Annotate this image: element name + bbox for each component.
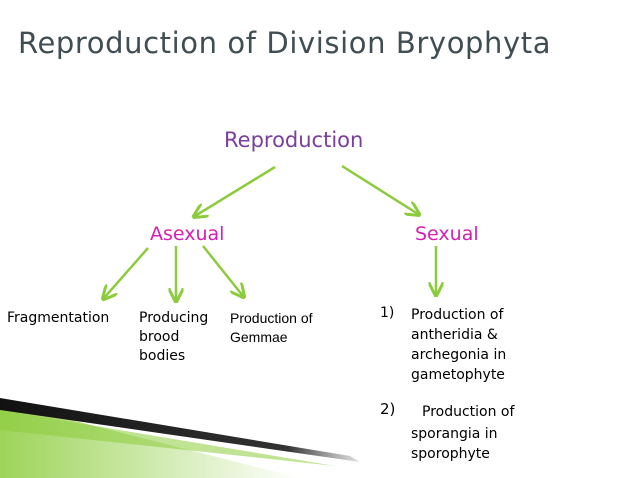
node-asexual: Asexual <box>150 223 225 245</box>
arrow-root-to-sexual <box>341 164 418 214</box>
node-fragmentation: Fragmentation <box>7 310 110 326</box>
node-brood-bodies: Producing brood bodies <box>139 310 209 364</box>
node-gemmae: Production of Gemmae <box>230 310 313 345</box>
sexual-item-2-rest: sporangia in sporophyte <box>411 426 498 462</box>
slide-title: Reproduction of Division Bryophyta <box>18 26 552 60</box>
sexual-item-1-text: Production of antheridia & archegonia in… <box>411 307 507 383</box>
sexual-item-2-number: 2) <box>380 400 396 418</box>
sexual-item-2-line1: Production of <box>422 404 515 420</box>
corner-decoration <box>0 398 360 478</box>
arrow-asexual-to-fragmentation <box>104 247 149 298</box>
arrow-root-to-asexual <box>195 165 276 216</box>
node-sexual: Sexual <box>415 223 479 245</box>
arrow-asexual-to-gemmae <box>202 245 243 296</box>
sexual-item-1-number: 1) <box>380 305 395 321</box>
node-reproduction: Reproduction <box>224 128 364 152</box>
